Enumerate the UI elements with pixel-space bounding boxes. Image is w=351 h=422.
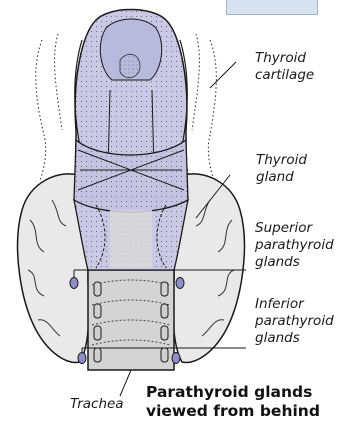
label-superior-parathyroid: Superior parathyroid glands <box>255 220 334 271</box>
label-thyroid-cartilage: Thyroid cartilage <box>255 50 314 84</box>
label-thyroid-gland: Thyroid gland <box>256 152 307 186</box>
superior-parathyroid-left <box>70 278 78 289</box>
inferior-parathyroid-left <box>78 353 86 364</box>
figure-caption: Parathyroid glands viewed from behind <box>146 383 320 421</box>
inferior-parathyroid-right <box>172 353 180 364</box>
superior-parathyroid-right <box>176 278 184 289</box>
label-trachea: Trachea <box>70 396 124 413</box>
label-inferior-parathyroid: Inferior parathyroid glands <box>255 296 334 347</box>
